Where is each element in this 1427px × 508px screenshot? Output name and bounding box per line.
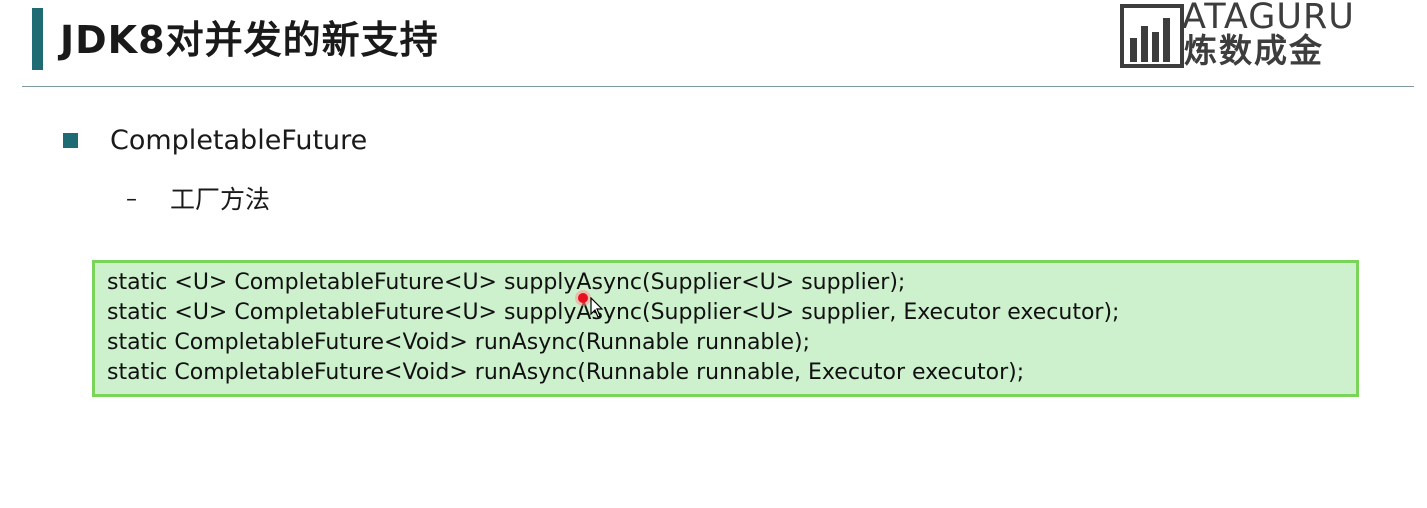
ataguru-logo: ATAGURU 炼数成金 [1120, 0, 1392, 70]
code-line-1: static <U> CompletableFuture<U> supplyAs… [107, 270, 906, 295]
title-accent-bar [32, 8, 43, 70]
bullet-completablefuture: CompletableFuture [110, 125, 368, 156]
logo-text-chinese: 炼数成金 [1184, 31, 1324, 70]
laser-pointer-icon [578, 293, 588, 303]
slide-title: JDK8对并发的新支持 [60, 18, 439, 62]
square-bullet-icon [63, 133, 78, 148]
code-block: static <U> CompletableFuture<U> supplyAs… [92, 260, 1359, 397]
bar-chart-logo-icon [1120, 4, 1184, 68]
sub-bullet-dash: – [126, 187, 137, 212]
sub-bullet-factory-methods: 工厂方法 [170, 185, 271, 214]
title-divider [22, 86, 1414, 87]
code-line-4: static CompletableFuture<Void> runAsync(… [107, 360, 1025, 385]
logo-text-ataguru: ATAGURU [1182, 0, 1355, 37]
code-line-2: static <U> CompletableFuture<U> supplyAs… [107, 300, 1120, 325]
mouse-cursor-icon [590, 297, 604, 318]
code-line-3: static CompletableFuture<Void> runAsync(… [107, 330, 811, 355]
